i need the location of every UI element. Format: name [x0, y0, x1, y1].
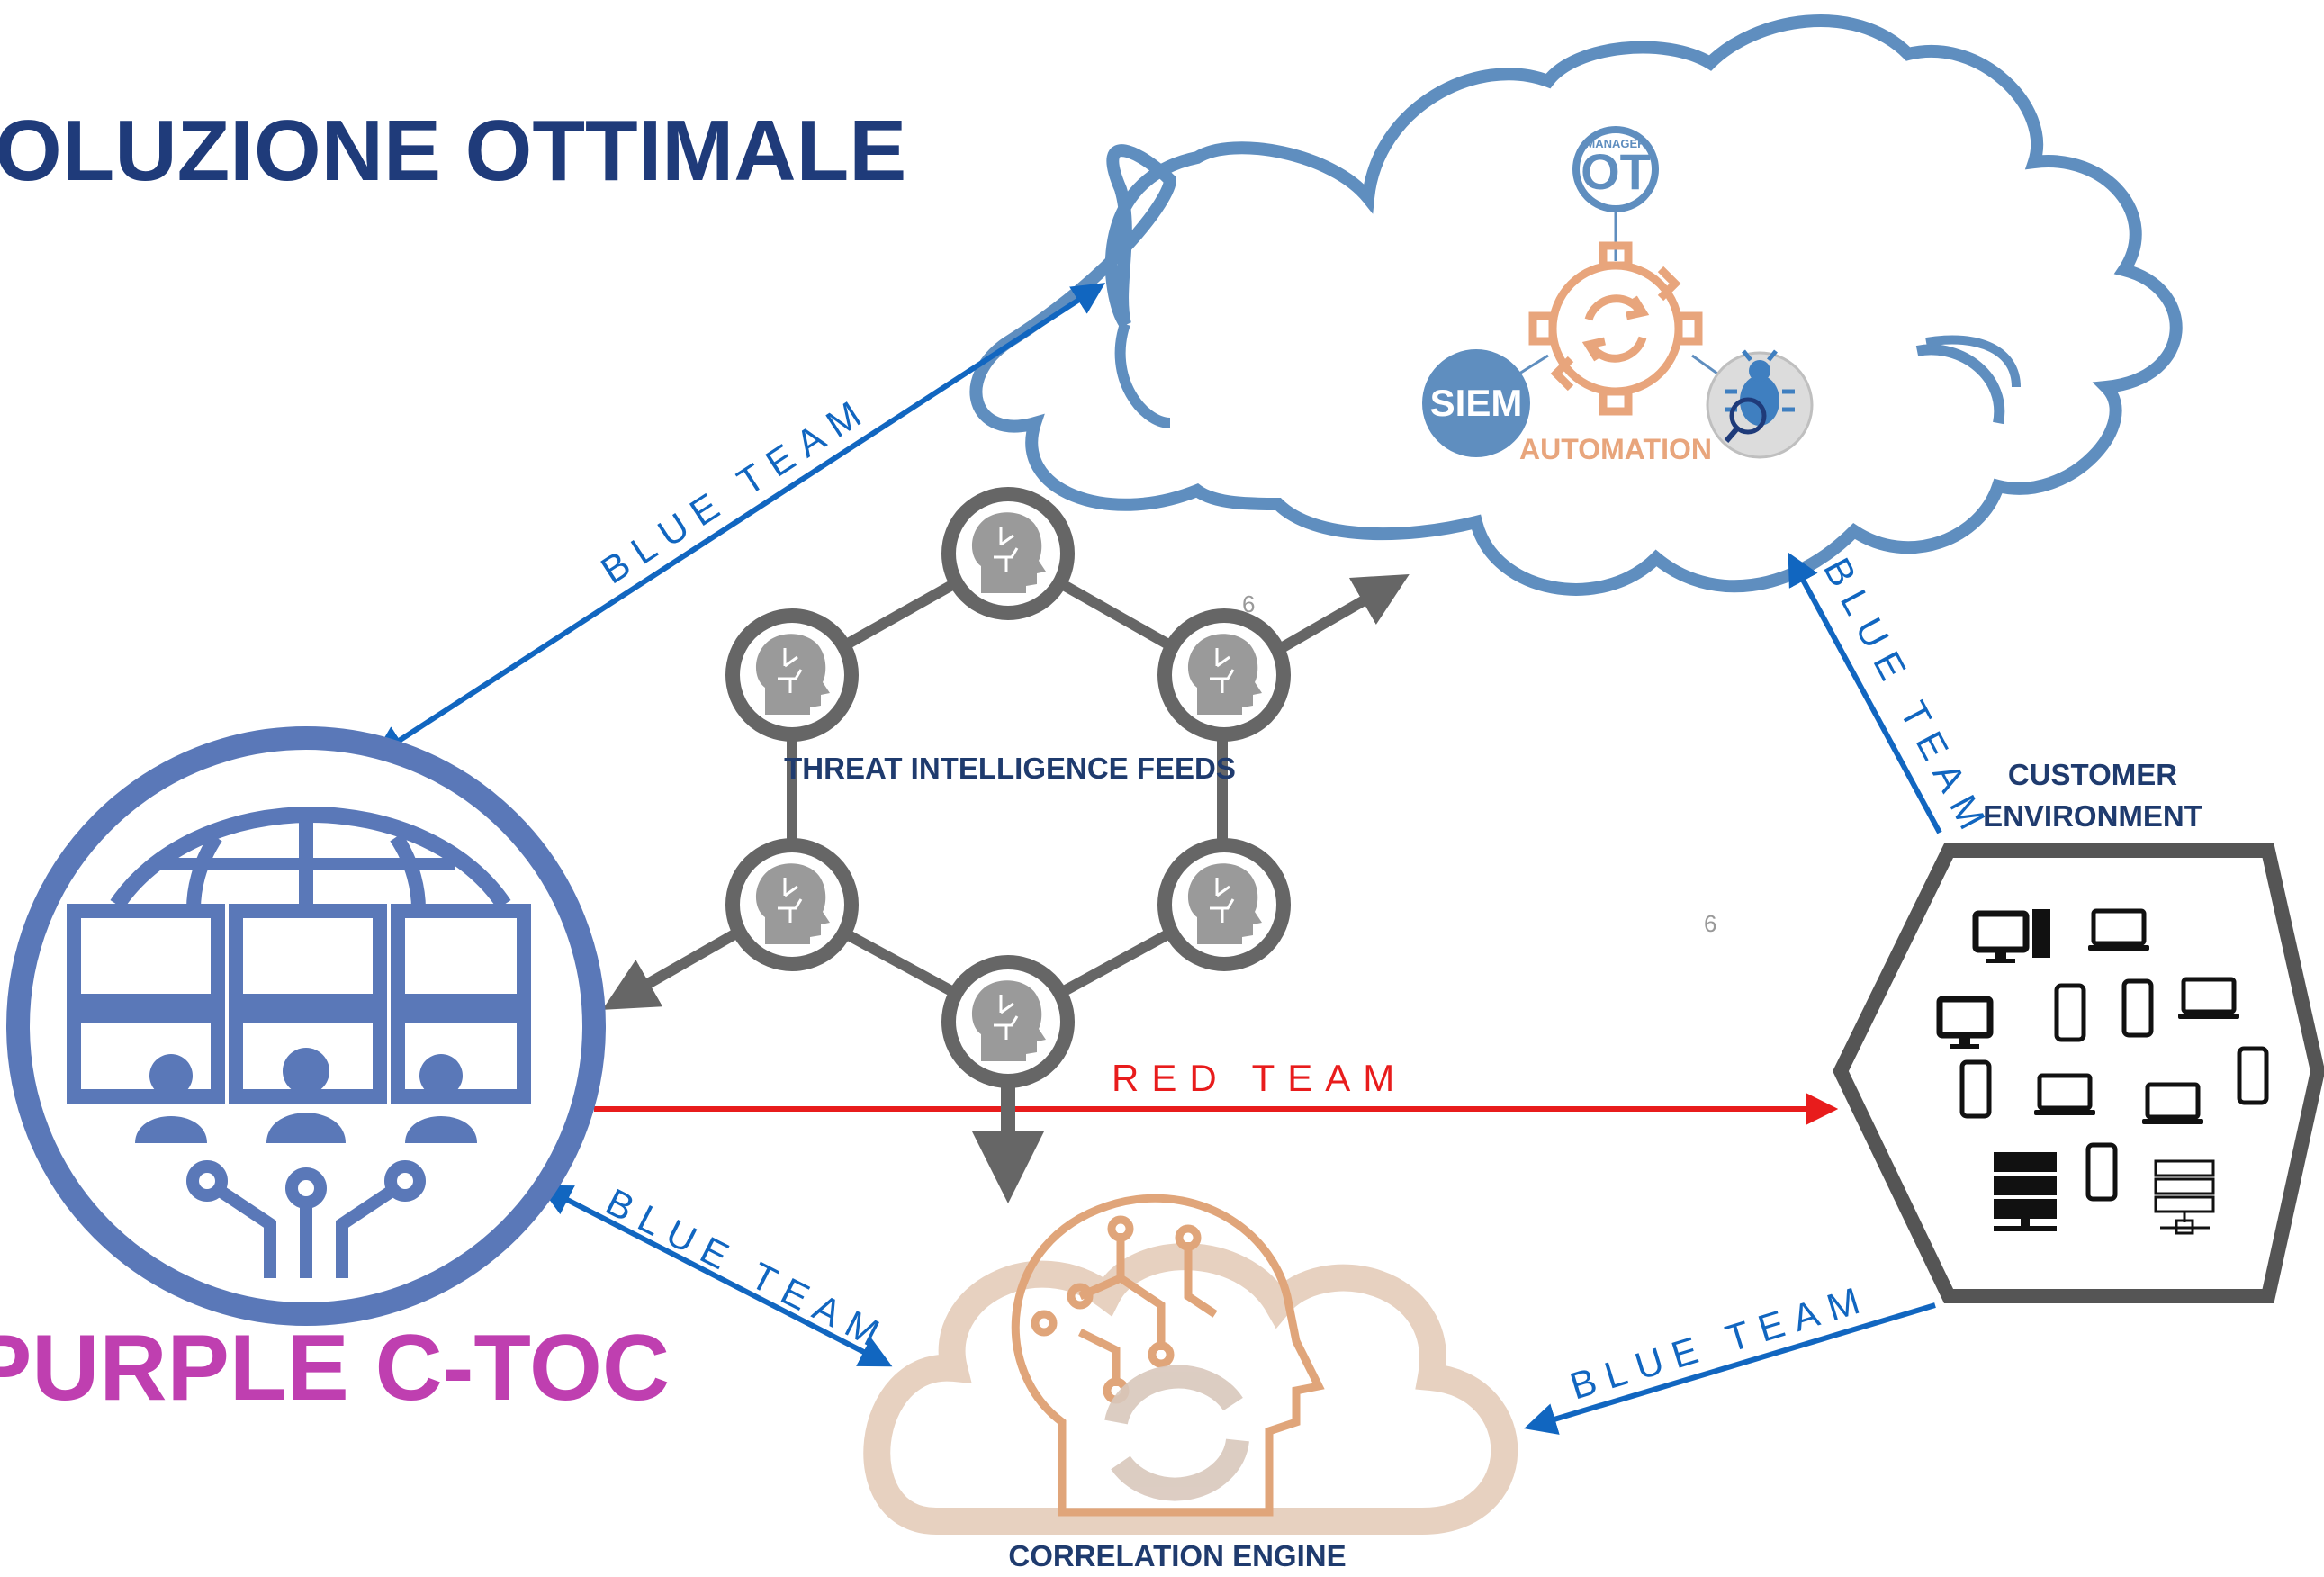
siem-label: SIEM	[1430, 382, 1523, 424]
page-title: OLUZIONE OTTIMALE	[0, 103, 906, 199]
threat-intelligence-network	[602, 494, 1410, 1203]
manager-small-label: MANAGER	[1585, 137, 1646, 150]
customer-env-label-1: CUSTOMER	[2008, 758, 2177, 791]
threat-feeds-label: THREAT INTELLIGENCE FEEDS	[784, 752, 1236, 785]
automation-label: AUTOMATION	[1519, 433, 1712, 465]
bug-search-icon	[1706, 349, 1814, 459]
globe-monitors-people-icon	[6, 726, 606, 1326]
correlation-engine-label: CORRELATION ENGINE	[1008, 1539, 1346, 1572]
brain-head-icon	[733, 845, 851, 964]
manager-ot-icon: MANAGER OT	[1572, 126, 1659, 212]
brain-head-icon	[1165, 616, 1284, 734]
devices-group	[1940, 909, 2266, 1235]
manager-ot-label: OT	[1581, 143, 1651, 200]
ai-head-cloud-icon	[863, 1194, 1518, 1535]
brain-head-icon	[949, 494, 1067, 613]
slide-number-b: 6	[1704, 910, 1716, 937]
tower-icon	[2032, 909, 2050, 958]
brain-head-icon	[1165, 845, 1284, 964]
slide-number-a: 6	[1242, 590, 1255, 617]
blue-team-arrow-bottom-left	[538, 1185, 893, 1367]
customer-env-label-2: ENVIRONMENT	[1983, 799, 2202, 833]
brain-head-icon	[733, 616, 851, 734]
red-team-label: RED TEAM	[1112, 1057, 1407, 1099]
purple-c-toc-label: PURPLE C-TOC	[0, 1316, 670, 1420]
blue-team-label-bottom-right: BLUE TEAM	[1565, 1276, 1875, 1408]
network-server-icon	[2154, 1159, 2215, 1235]
server-icon	[1994, 1152, 2057, 1231]
brain-head-icon	[949, 962, 1067, 1081]
automation-cloud	[969, 14, 2183, 596]
gear-sync-icon	[1528, 241, 1703, 416]
siem-icon: SIEM	[1422, 349, 1530, 457]
blue-team-arrow-top-left	[372, 283, 1106, 758]
blue-team-label-top-left: BLUE TEAM	[593, 387, 877, 591]
blue-team-arrow-bottom-right	[1524, 1302, 1936, 1435]
blue-team-arrow-right	[1788, 552, 1942, 834]
blue-team-label-right: BLUE TEAM	[1815, 551, 1999, 845]
